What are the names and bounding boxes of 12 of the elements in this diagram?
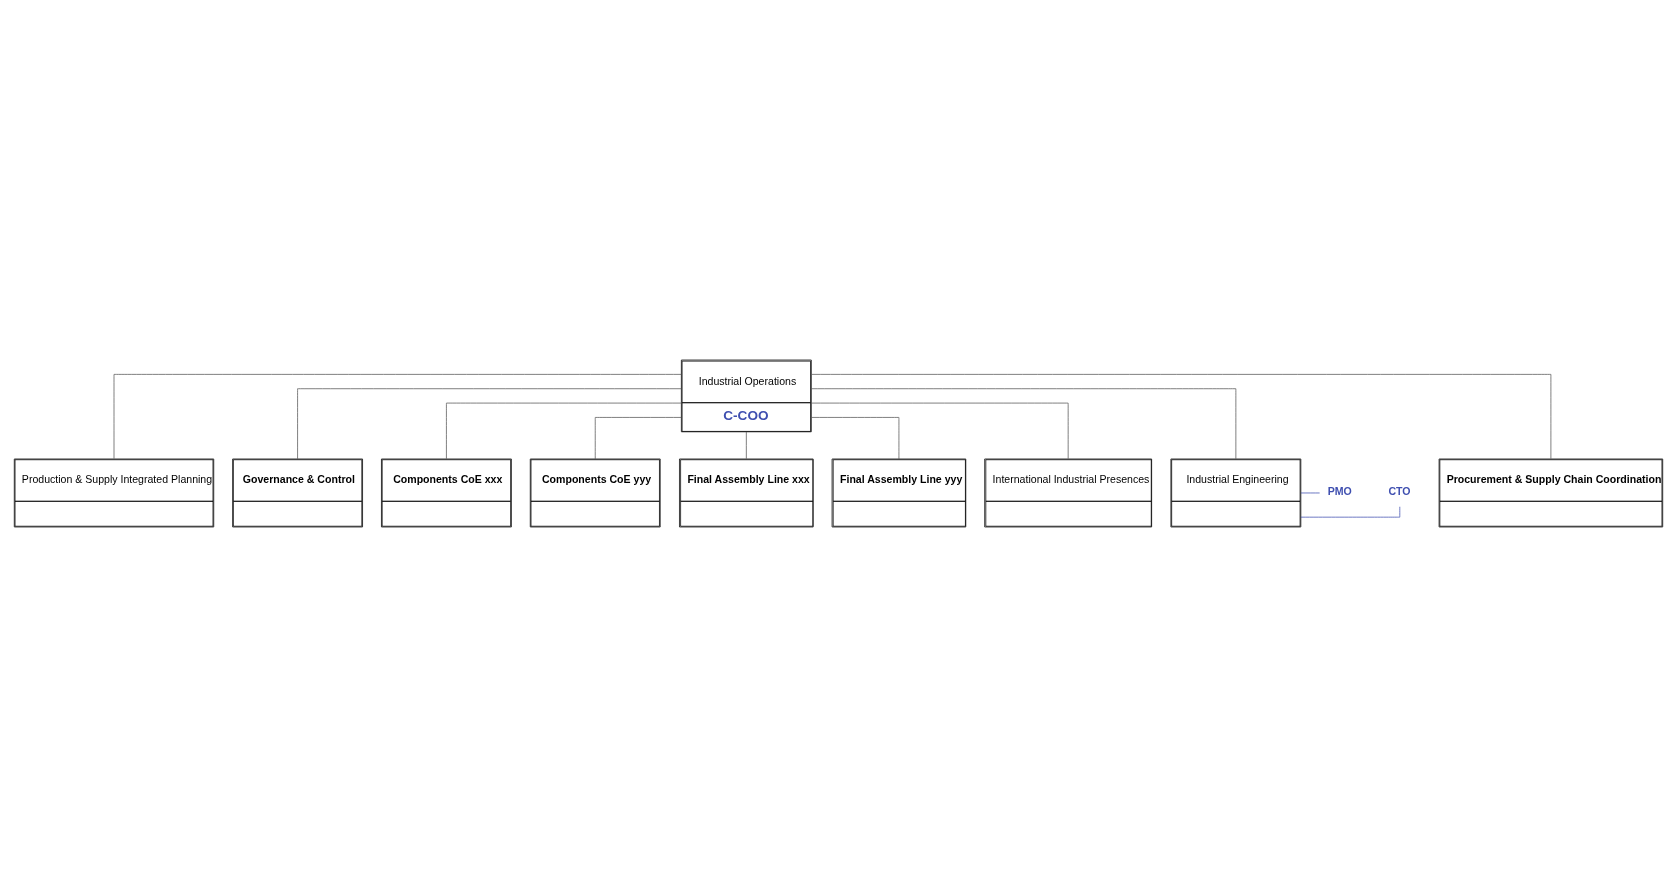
connector: [446, 402, 682, 460]
connector: [810, 388, 1237, 460]
connector: [113, 374, 682, 460]
node-text: PMO: [1327, 485, 1352, 498]
connector: [811, 374, 1552, 460]
connector: [811, 417, 900, 460]
connector: [594, 417, 682, 460]
node-text: CTO: [1388, 485, 1411, 498]
connector: [745, 431, 747, 460]
connector: [811, 402, 1069, 460]
connector: [297, 388, 682, 460]
connector: [1300, 492, 1320, 494]
